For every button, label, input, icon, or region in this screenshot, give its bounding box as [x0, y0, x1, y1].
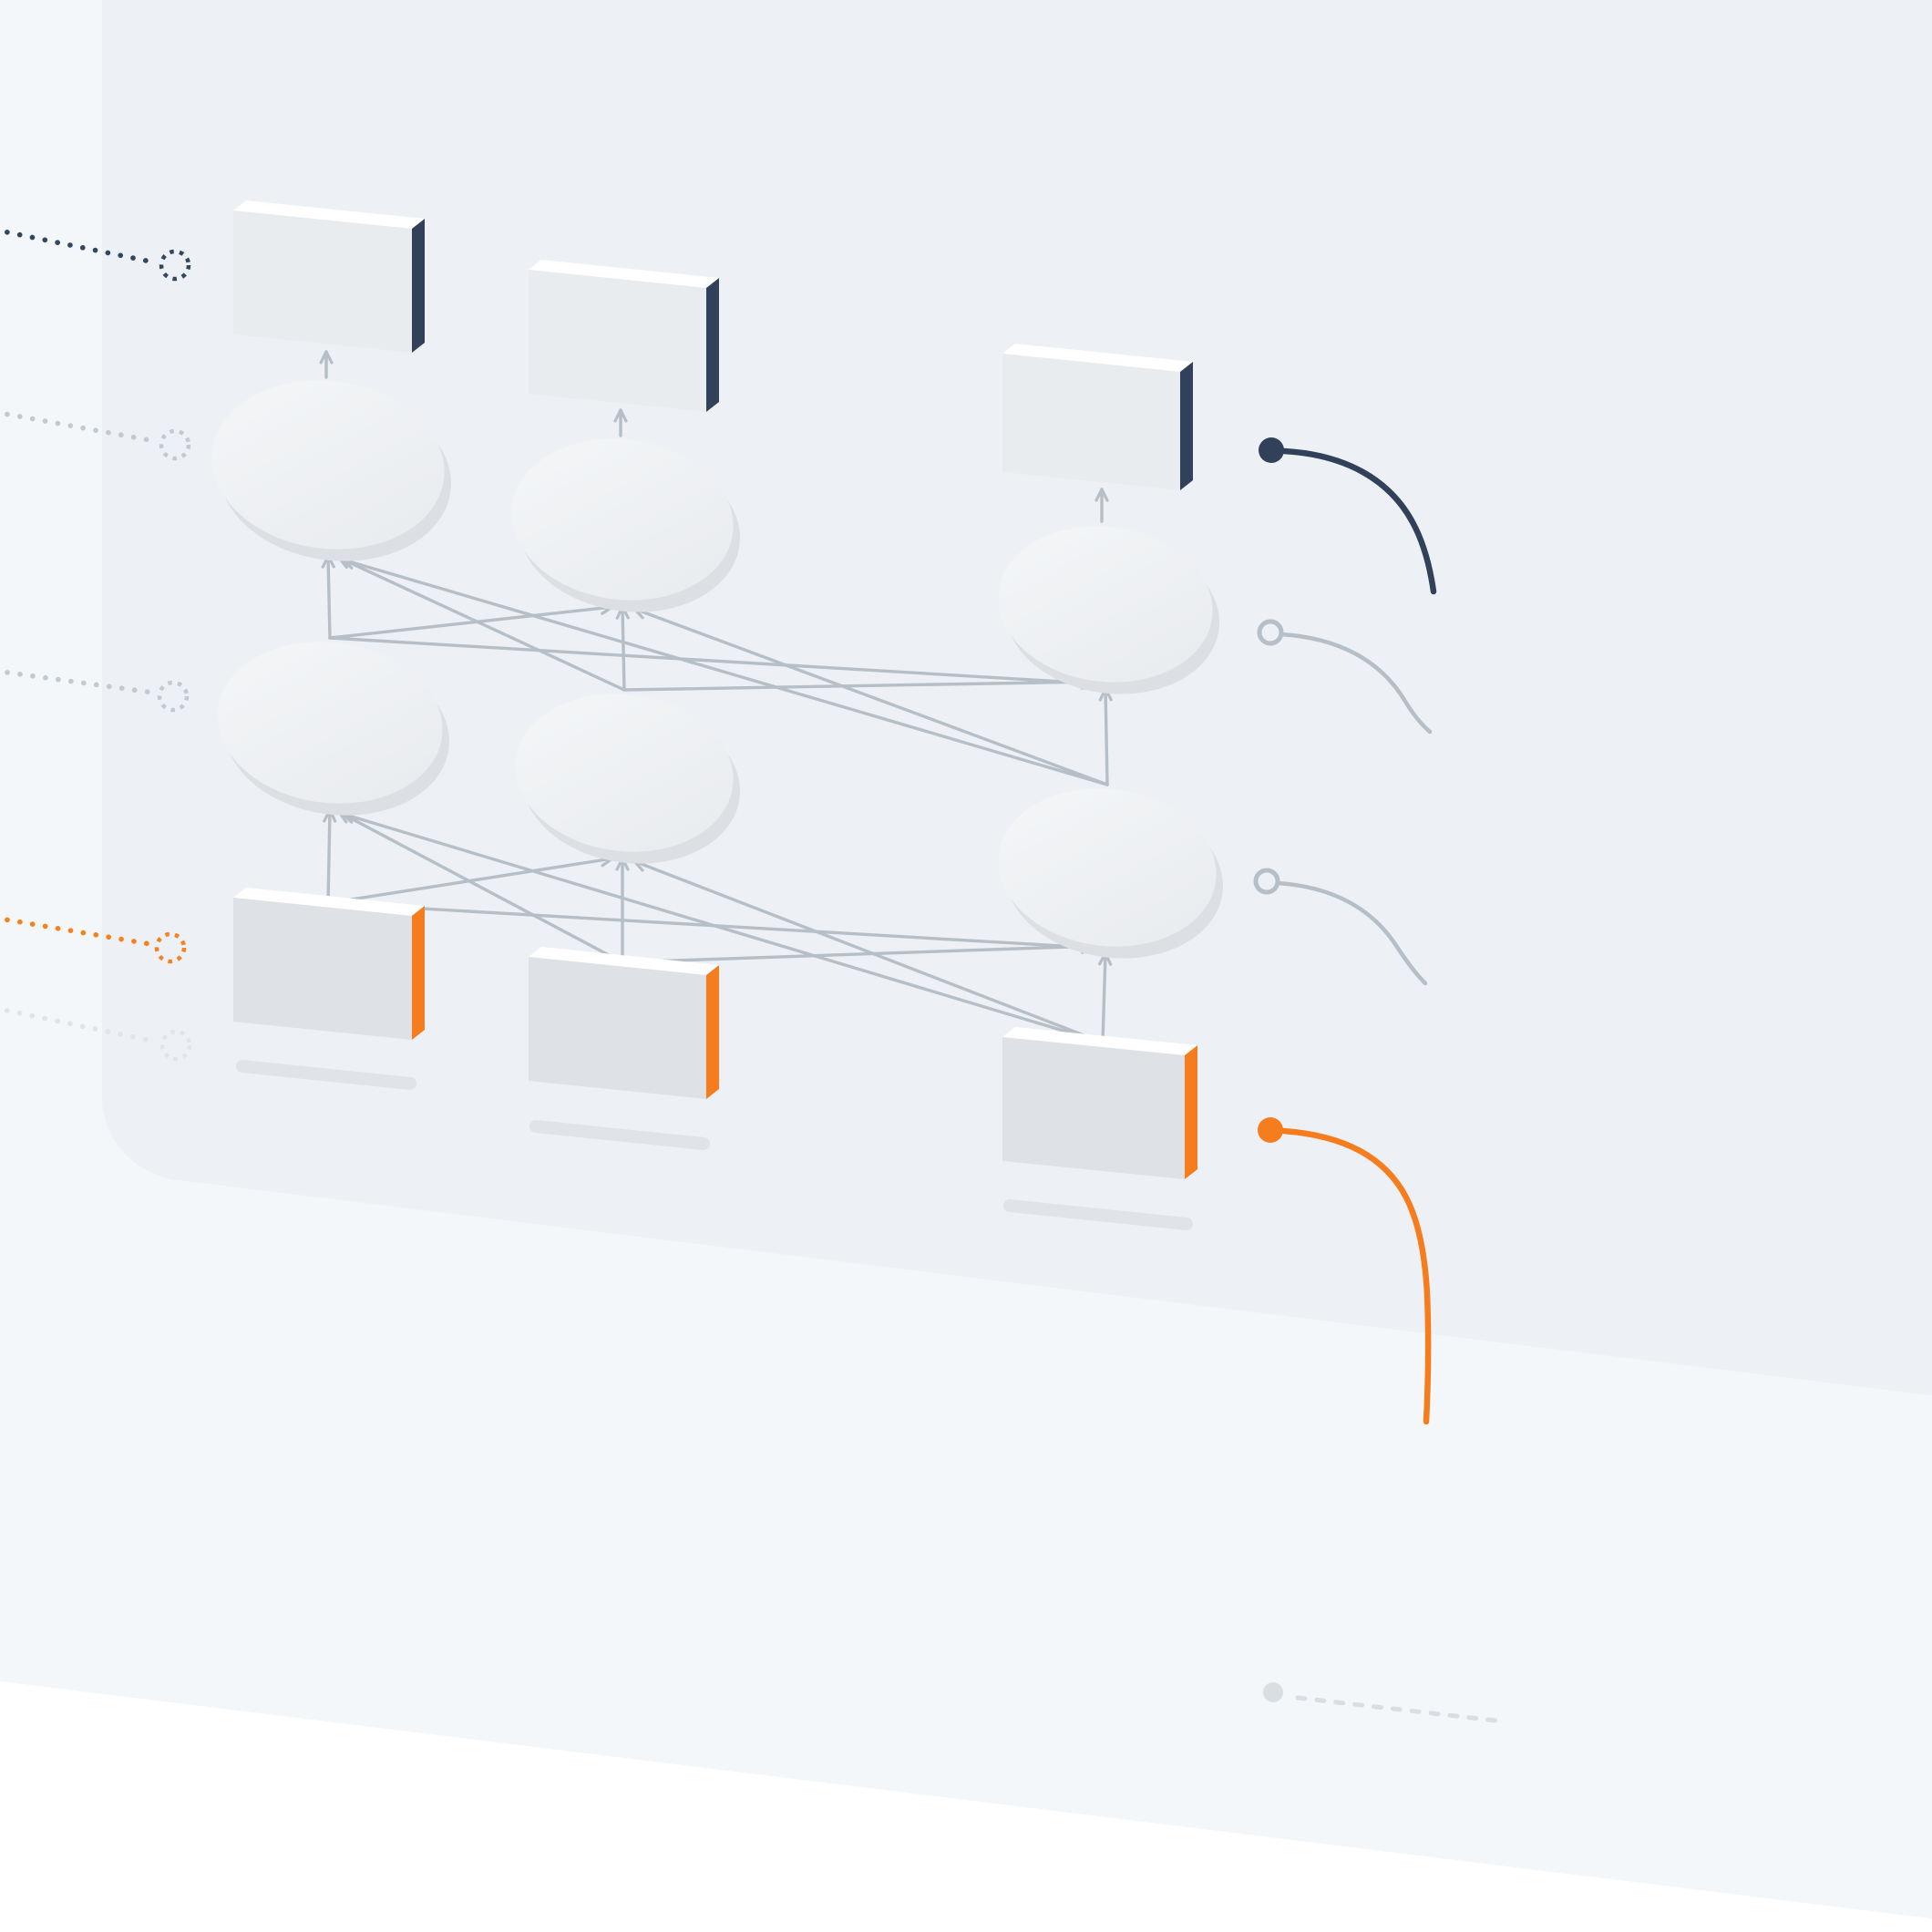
underline-bars [236, 1060, 1193, 1230]
lead-out-4-dot [1258, 1117, 1283, 1143]
hidden-lower-node-3 [998, 788, 1224, 959]
hidden-upper-node-2 [511, 438, 741, 612]
main-card [102, 0, 1932, 1510]
input-box-3 [1002, 1027, 1197, 1179]
input-box-1 [233, 888, 425, 1040]
output-box-1 [233, 200, 425, 353]
output-boxes [233, 200, 1193, 490]
hidden-lower-node-2 [515, 694, 741, 864]
lead-out-2 [1257, 619, 1433, 735]
output-box-2 [529, 260, 719, 412]
lead-in-3-ring [157, 680, 190, 713]
output-box-1-accent-edge [412, 219, 425, 353]
left-connectors [0, 228, 192, 1062]
lead-out-3-ring [1253, 868, 1280, 895]
output-box-3-accent-edge [1180, 362, 1193, 490]
lead-in-1-ring [159, 249, 191, 282]
input-boxes [233, 888, 1197, 1179]
hidden-lower-node-1 [217, 642, 450, 816]
output-box-3 [1002, 344, 1193, 490]
bar-2 [529, 1120, 710, 1150]
output-box-2-accent-edge [706, 278, 719, 412]
input-box-1-accent-edge [412, 906, 425, 1040]
hidden-nodes [211, 380, 1224, 959]
connection-arrows [319, 350, 1113, 1044]
lead-in-4-ring [154, 931, 187, 964]
right-connectors [1253, 437, 1437, 1425]
lead-out-3 [1253, 868, 1428, 986]
lead-in-5-ring [159, 1029, 192, 1062]
lead-in-5 [0, 1006, 192, 1062]
lead-in-2-ring [159, 428, 191, 461]
input-box-3-accent-edge [1185, 1045, 1197, 1179]
faint-dot [1263, 1682, 1283, 1702]
hidden-upper-node-1 [211, 380, 452, 561]
lead-out-1-dot [1259, 437, 1284, 463]
lead-in-3 [0, 669, 190, 713]
bottom-right-marker [1263, 1682, 1506, 1724]
input-box-2 [529, 947, 719, 1099]
bar-3 [1003, 1199, 1193, 1230]
lead-out-4 [1258, 1117, 1432, 1425]
hidden-upper-node-3 [998, 526, 1220, 694]
lead-in-2 [0, 410, 191, 461]
lead-in-4 [0, 916, 187, 964]
lead-in-1 [0, 228, 191, 282]
lead-out-2-ring [1257, 619, 1284, 646]
bar-1 [236, 1060, 416, 1090]
lead-out-1 [1259, 437, 1437, 595]
input-box-2-accent-edge [706, 965, 719, 1099]
